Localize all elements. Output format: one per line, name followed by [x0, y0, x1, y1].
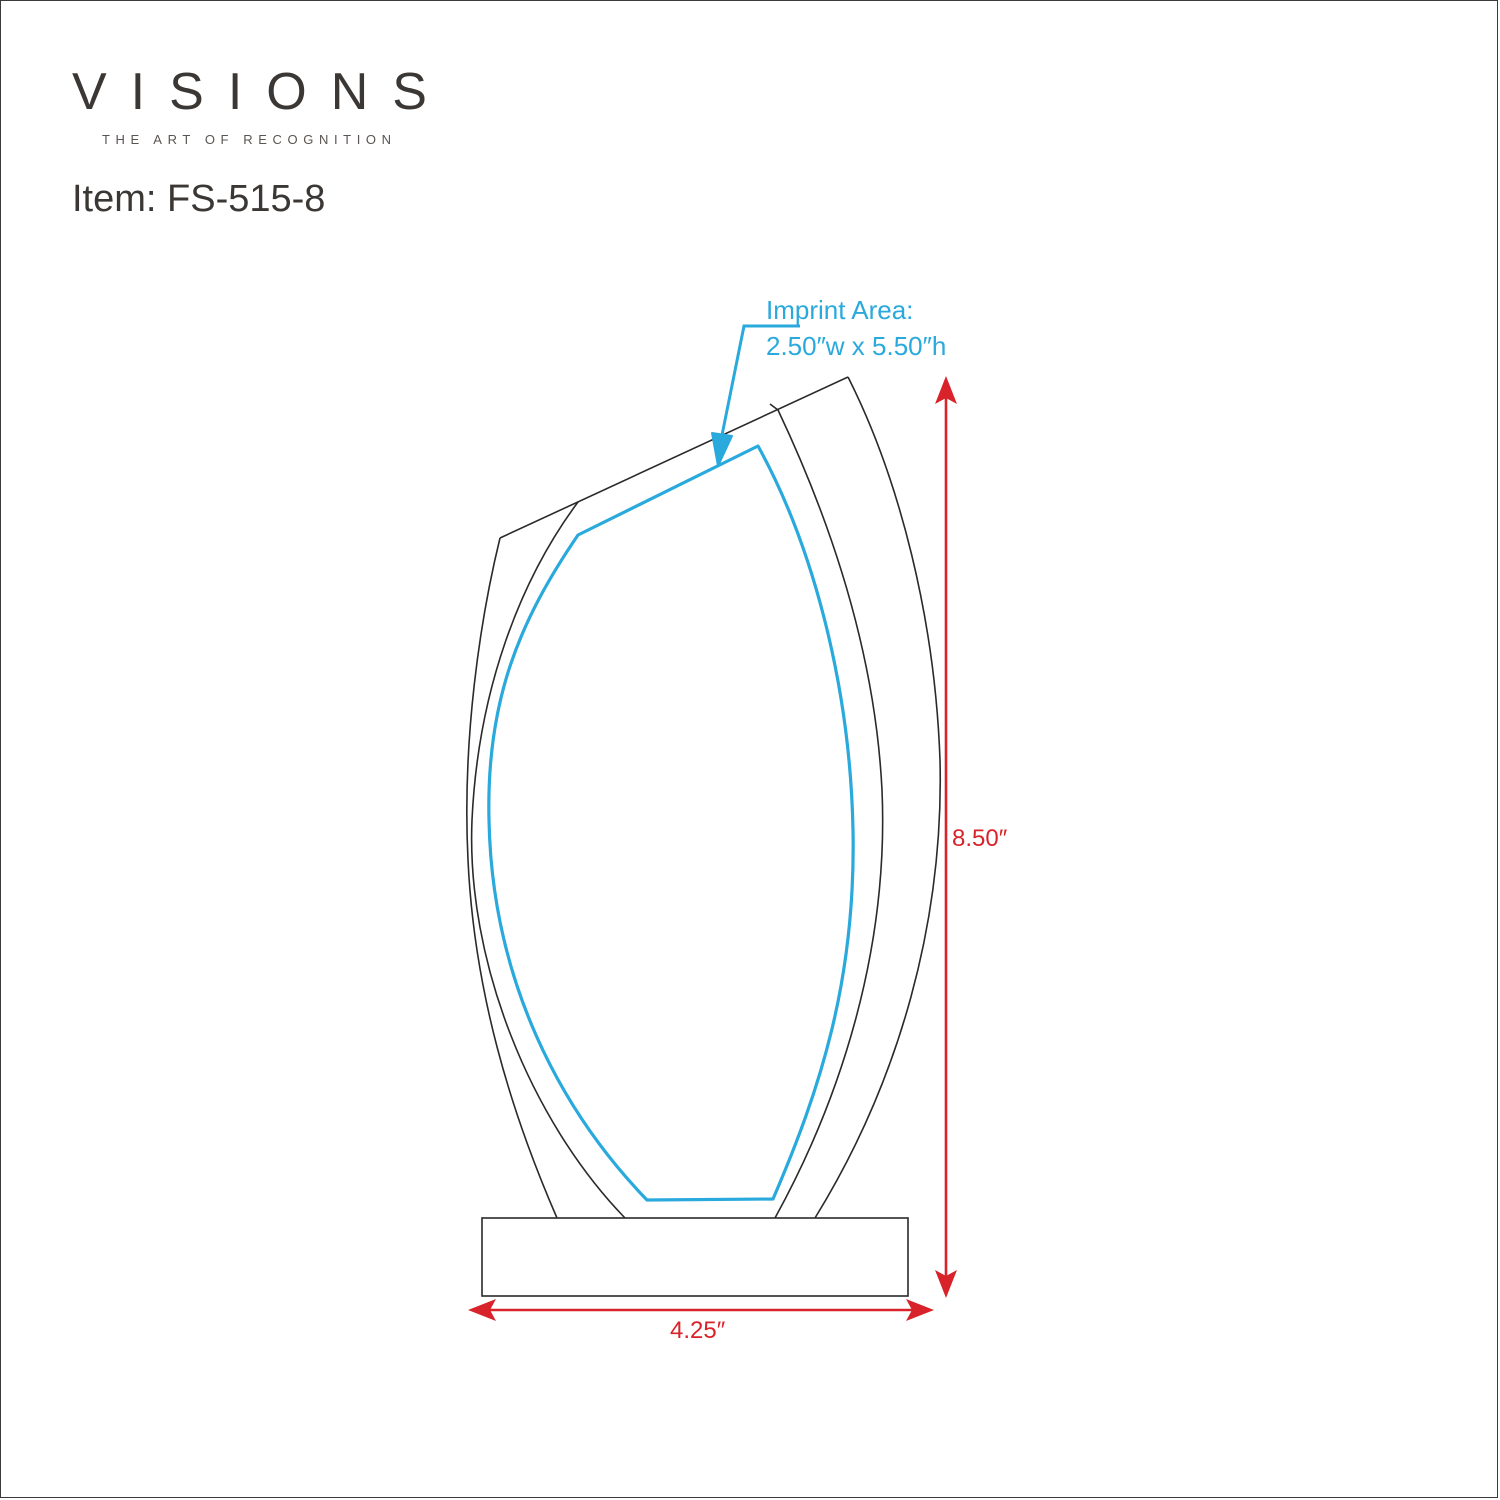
height-dimension: 8.50″ — [935, 376, 1008, 1298]
imprint-callout: Imprint Area: 2.50″w x 5.50″h — [711, 295, 946, 467]
imprint-label-line2: 2.50″w x 5.50″h — [766, 331, 946, 361]
width-arrow-left — [468, 1299, 496, 1321]
award-base — [481, 1217, 909, 1297]
item-title: Item: FS-515-8 — [72, 178, 326, 220]
award-outline — [466, 376, 942, 1297]
height-arrow-top — [935, 376, 957, 404]
award-top-bevel — [769, 403, 779, 411]
brand-name: VISIONS — [72, 63, 451, 121]
imprint-label-line1: Imprint Area: — [766, 295, 913, 325]
imprint-leader-arrowhead — [711, 432, 733, 467]
height-arrow-bottom — [935, 1270, 957, 1298]
height-label: 8.50″ — [952, 825, 1008, 852]
award-left-outer-curve — [466, 537, 558, 1219]
award-top-edge — [499, 376, 849, 539]
brand-tagline: THE ART OF RECOGNITION — [102, 132, 397, 147]
award-left-inner-curve — [470, 501, 626, 1219]
award-right-inner-curve — [774, 409, 884, 1219]
brand-logo: VISIONS THE ART OF RECOGNITION — [72, 63, 462, 147]
width-arrow-right — [906, 1299, 934, 1321]
imprint-area-outline — [487, 444, 855, 1202]
award-right-outer-curve — [814, 376, 942, 1219]
width-dimension: 4.25″ — [468, 1299, 934, 1344]
imprint-leader-line — [717, 324, 800, 451]
width-label: 4.25″ — [670, 1317, 726, 1344]
